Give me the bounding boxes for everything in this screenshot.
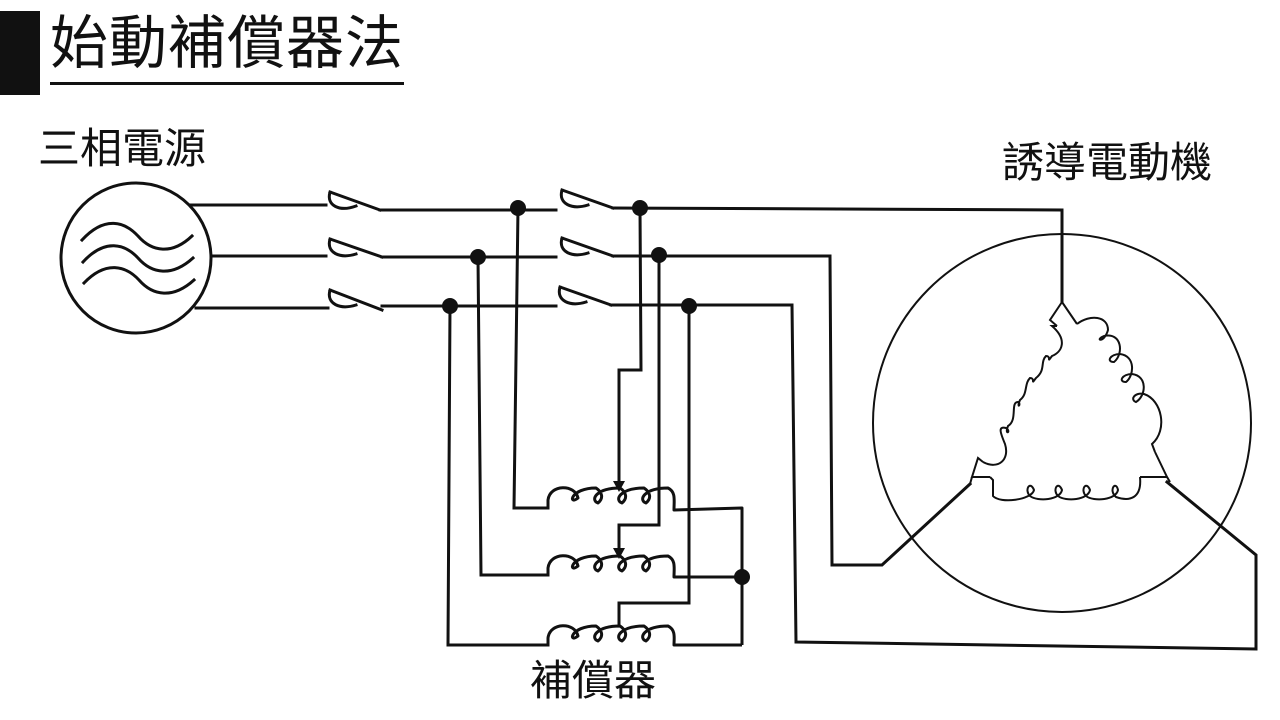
bus-lines: [378, 208, 558, 308]
coil-phase-1: [546, 486, 744, 645]
coil-phase-2: [546, 554, 742, 579]
compensator-tap-lines: [613, 206, 691, 627]
delta-winding-icon: [969, 301, 1171, 502]
switch-contact[interactable]: [559, 236, 615, 258]
ac-source-icon: [59, 181, 213, 335]
junction-dot: [651, 247, 667, 263]
motor-feed-lines: [609, 206, 1258, 651]
coil-phase-3: [546, 624, 742, 647]
induction-motor: [872, 233, 1252, 613]
title-accent-bar: [0, 11, 40, 95]
page-title: 始動補償器法: [50, 4, 405, 85]
switch-bank-1[interactable]: [327, 190, 384, 312]
switch-bank-2[interactable]: [557, 188, 615, 307]
junction-dot: [681, 298, 697, 314]
junction-dot: [632, 200, 648, 216]
switch-contact[interactable]: [327, 190, 382, 212]
switch-contact[interactable]: [559, 188, 615, 210]
source-lines: [189, 203, 330, 310]
switch-contact[interactable]: [327, 288, 384, 312]
switch-contact[interactable]: [557, 285, 613, 307]
three-phase-source-label: 三相電源: [38, 124, 207, 173]
switch-contact[interactable]: [327, 237, 384, 259]
junction-dot: [442, 298, 458, 314]
junction-dot: [510, 200, 526, 216]
compensator-label: 補償器: [530, 656, 657, 705]
motor-housing: [872, 233, 1252, 613]
compensator-input-lines: [446, 206, 550, 647]
junction-dot: [470, 249, 486, 265]
autotransformer: [546, 486, 744, 647]
induction-motor-label: 誘導電動機: [1002, 138, 1213, 187]
